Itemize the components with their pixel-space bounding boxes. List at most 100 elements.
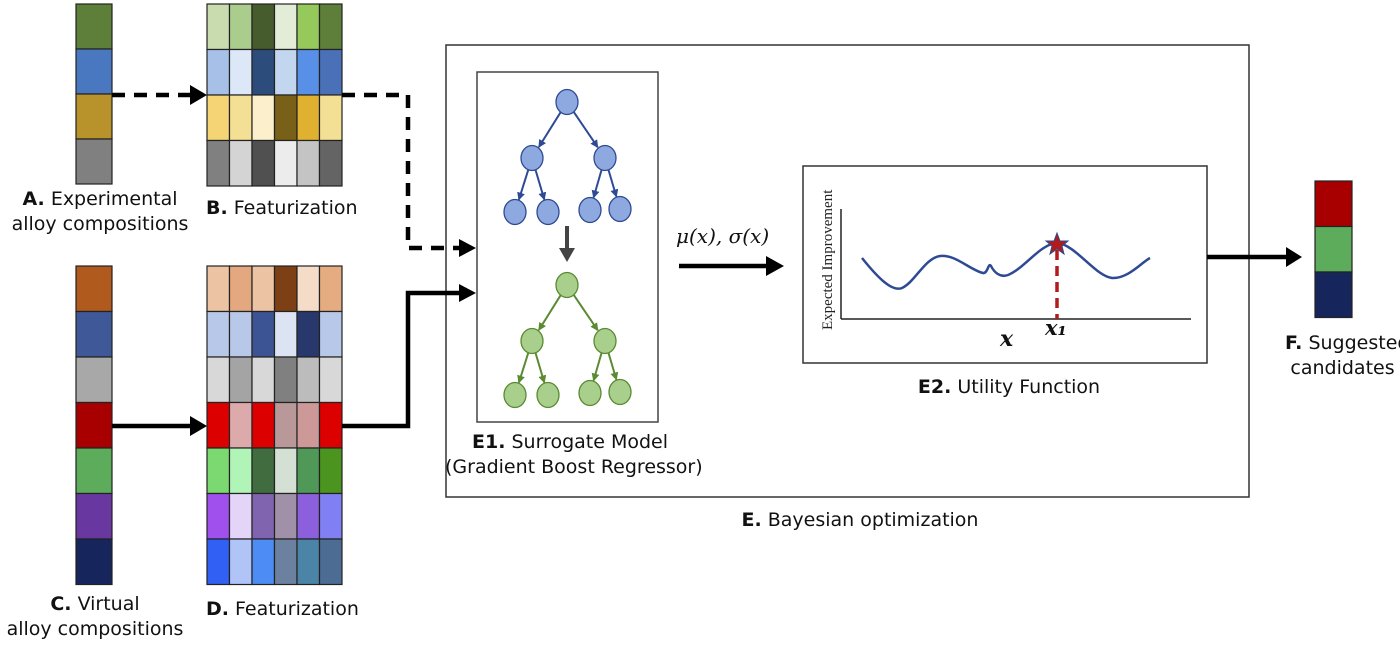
feature-b-cell — [318, 94, 343, 142]
tree-edge — [591, 169, 603, 199]
candidate-f-cell — [1314, 180, 1353, 228]
tree-node — [593, 144, 617, 172]
feature-b-cell — [318, 48, 343, 96]
feature-d-cell — [273, 401, 298, 449]
label-e-letter: E. — [741, 509, 762, 531]
feature-b-cell — [296, 3, 321, 51]
feature-d-cell — [206, 265, 231, 313]
feature-d-cell — [318, 447, 343, 495]
composition-c-cell — [75, 310, 113, 358]
feature-d-cell — [318, 356, 343, 404]
tree-node — [503, 198, 527, 226]
label-d-letter: D. — [206, 598, 229, 620]
feature-d-cell — [228, 401, 253, 449]
feature-d-cell — [251, 310, 276, 358]
feature-d-cell — [206, 356, 231, 404]
label-f: F. Suggested candidates — [1285, 331, 1400, 381]
feature-b-cell — [296, 48, 321, 96]
decision-tree-bottom — [503, 271, 632, 409]
label-c-letter: C. — [50, 593, 72, 615]
feature-d-cell — [206, 447, 231, 495]
feature-b-cell — [228, 94, 253, 142]
feature-d-cell — [273, 265, 298, 313]
feature-d-cell — [251, 356, 276, 404]
feature-b-cell — [206, 139, 231, 187]
feature-b-cell — [228, 48, 253, 96]
composition-c-cell — [75, 492, 113, 540]
feature-b-cell — [251, 94, 276, 142]
tree-node — [555, 271, 579, 299]
arrow-d-to-e1 — [342, 290, 460, 429]
feature-d-cell — [273, 310, 298, 358]
feature-d-cell — [251, 447, 276, 495]
x-axis-label: x — [1000, 326, 1014, 352]
label-e: E. Bayesian optimization — [730, 508, 990, 533]
feature-d-cell — [206, 310, 231, 358]
surrogate-model-box — [476, 71, 659, 423]
experimental-compositions-bar — [75, 3, 113, 185]
tree-edge — [572, 111, 599, 149]
label-f-line2: candidates — [1290, 357, 1395, 379]
composition-c-cell — [75, 538, 113, 586]
composition-a-cell — [75, 93, 113, 140]
label-a-line2: alloy compositions — [11, 213, 189, 235]
feature-d-cell — [273, 447, 298, 495]
label-e1: E1. Surrogate Model (Gradient Boost Regr… — [445, 430, 703, 480]
feature-b-cell — [206, 3, 231, 51]
tree-node — [578, 379, 602, 407]
bayesian-optimization-box — [445, 44, 1250, 498]
arrowhead-e2-to-f — [1286, 247, 1302, 267]
feature-d-cell — [296, 265, 321, 313]
feature-d-cell — [273, 538, 298, 586]
label-f-letter: F. — [1285, 332, 1303, 354]
tree-node — [520, 144, 544, 172]
feature-d-cell — [296, 310, 321, 358]
tree-edge — [517, 169, 530, 201]
feature-d-cell — [318, 310, 343, 358]
feature-d-cell — [318, 401, 343, 449]
feature-d-cell — [206, 538, 231, 586]
feature-d-cell — [251, 538, 276, 586]
feature-d-cell — [296, 447, 321, 495]
feature-d-cell — [228, 356, 253, 404]
tree-node — [593, 327, 617, 355]
feature-d-cell — [251, 401, 276, 449]
tree-edge — [534, 169, 547, 201]
composition-c-cell — [75, 401, 113, 449]
arrowhead-d-to-e1 — [459, 284, 476, 302]
feature-b-cell — [228, 139, 253, 187]
composition-c-cell — [75, 265, 113, 313]
tree-node — [536, 381, 560, 409]
feature-d-cell — [228, 265, 253, 313]
arrow-b-to-e1 — [342, 92, 460, 251]
decision-tree-top — [503, 88, 632, 226]
feature-d-cell — [296, 492, 321, 540]
feature-b-cell — [206, 48, 231, 96]
label-e2: E2. Utility Function — [904, 375, 1114, 400]
feature-b-cell — [273, 48, 298, 96]
arrowhead-e1-to-e2 — [766, 256, 784, 276]
virtual-compositions-bar — [75, 265, 113, 586]
label-c-line2: alloy compositions — [6, 618, 184, 640]
tree-node — [608, 378, 632, 406]
feature-d-cell — [296, 356, 321, 404]
feature-d-cell — [228, 538, 253, 586]
tree-transition-arrow — [559, 226, 575, 262]
feature-d-cell — [318, 492, 343, 540]
feature-b-cell — [251, 48, 276, 96]
label-e1-line2: (Gradient Boost Regressor) — [445, 456, 703, 478]
feature-b-cell — [273, 3, 298, 51]
feature-d-cell — [206, 401, 231, 449]
feature-d-cell — [228, 310, 253, 358]
feature-b-cell — [273, 139, 298, 187]
feature-d-cell — [228, 447, 253, 495]
label-e1-line1: Surrogate Model — [511, 431, 668, 453]
x1-star-marker — [1044, 231, 1070, 256]
utility-plot: Expected Improvement — [820, 189, 1191, 330]
tree-edge — [534, 352, 547, 384]
suggested-candidates-bar — [1314, 180, 1353, 319]
label-e2-text: Utility Function — [957, 376, 1101, 398]
tree-edge — [538, 111, 562, 148]
feature-b-cell — [206, 94, 231, 142]
